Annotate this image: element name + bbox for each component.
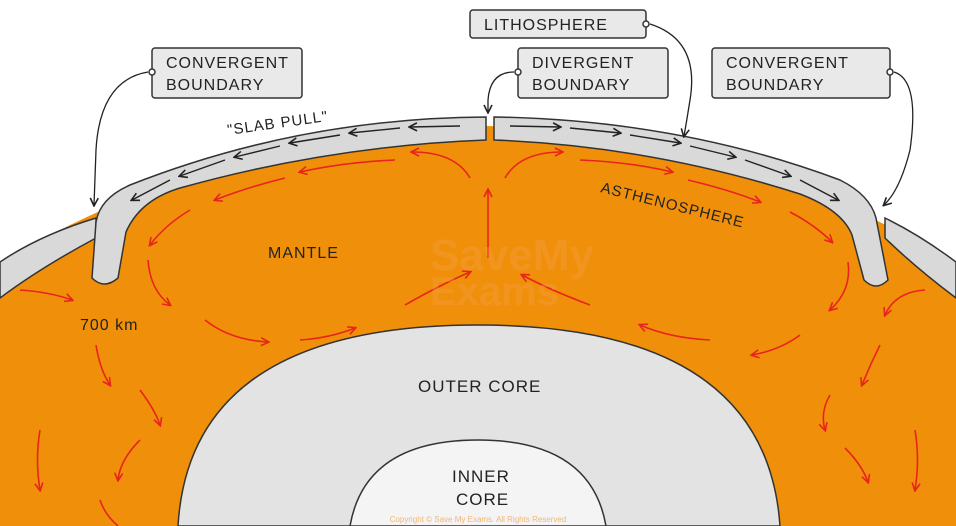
convergent-left-label-line1: CONVERGENT [166, 55, 289, 72]
copyright-notice: Copyright © Save My Exams. All Rights Re… [390, 515, 567, 524]
callout-divergent: DIVERGENT BOUNDARY [488, 48, 668, 112]
convergent-right-label-line2: BOUNDARY [726, 77, 824, 94]
depth-label: 700 km [80, 317, 138, 334]
mantle-label: MANTLE [268, 245, 339, 262]
inner-core-label-line2: CORE [456, 490, 509, 509]
convergent-left-label-line2: BOUNDARY [166, 77, 264, 94]
divergent-label-line2: BOUNDARY [532, 77, 630, 94]
lithosphere-label: LITHOSPHERE [484, 17, 608, 34]
watermark-line2: Exams [430, 270, 559, 314]
convergent-right-label-line1: CONVERGENT [726, 55, 849, 72]
inner-core-label-line1: INNER [452, 467, 510, 486]
divergent-label-line1: DIVERGENT [532, 55, 634, 72]
outer-core-label: OUTER CORE [418, 377, 541, 396]
